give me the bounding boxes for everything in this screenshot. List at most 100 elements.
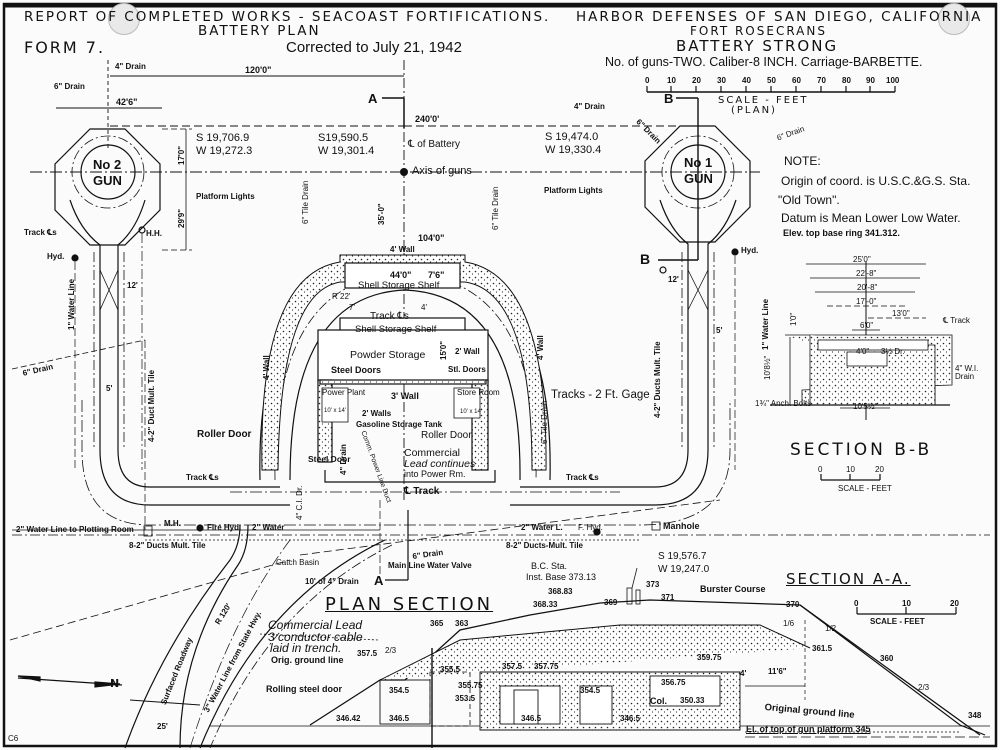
dim-29-9: 29'9" [177, 208, 186, 228]
section-a-marker-top: A [368, 91, 378, 106]
defenses-title: HARBOR DEFENSES OF SAN DIEGO, CALIFORNIA [576, 9, 983, 25]
rolling-steel-door: Rolling steel door [266, 684, 343, 694]
elev-360-slope: 360 [880, 654, 894, 663]
axis-coord-s: S19,590.5 [318, 132, 369, 144]
dim-17: 17'0" [177, 145, 186, 165]
aa-scale-20: 20 [950, 599, 959, 608]
elev-368-83: 368.83 [548, 587, 573, 596]
tile-drain-left: 6" Tile Drain [301, 180, 310, 224]
plan-scale-sublabel: (PLAN) [731, 105, 777, 116]
dim-12-left: 12' [127, 281, 138, 290]
roller-door-left: Roller Door [197, 429, 252, 440]
bb-track-label: ℄ Track [943, 316, 970, 325]
ci-drain-label: 4" C.I. Dr. [295, 485, 304, 520]
dim-5-right: 5' [716, 326, 723, 335]
gun-1-emplacement [644, 97, 751, 470]
hydrant-right: Hyd. [741, 246, 759, 255]
slope-2-3-right: 2/3 [918, 683, 930, 692]
aa-dim-4: 4' [740, 669, 747, 678]
burster-course: Burster Course [700, 584, 766, 594]
ducts-left: 4-2" Duct Mult. Tile [147, 369, 156, 442]
elev-357-75: 357.75 [534, 662, 559, 671]
gun-2-coord-s: S 19,706.9 [196, 132, 250, 144]
tick-label: 60 [792, 76, 801, 85]
tick-label: 90 [866, 76, 875, 85]
wall-2: 2' Wall [455, 347, 480, 356]
track-centerlines: Track ℄s [370, 311, 409, 322]
gun-1-label: No 1 [684, 155, 713, 170]
bb-dim-4: 4'0" [856, 347, 870, 356]
magazine-structure [261, 254, 547, 483]
dim-240: 240'0' [415, 114, 440, 124]
section-bb-title: SECTION B-B [790, 440, 933, 460]
guns-info: No. of guns-TWO. Caliber-8 INCH. Carriag… [605, 55, 923, 69]
bb-dim-22-8: 22'-8" [856, 269, 877, 278]
commercial-lead-3: into Power Rm. [404, 469, 466, 479]
bb-dim-10-5: 10'5½" [853, 402, 878, 411]
section-b-marker-bottom: B [640, 251, 651, 267]
comm-lead-3: laid in trench. [270, 641, 342, 655]
axis-of-guns-label: Axis of guns [412, 165, 472, 177]
elev-355-5: 355.5 [440, 665, 461, 674]
elev-373: 373 [646, 580, 660, 589]
f-hydrant-label: F. Hyd. [578, 523, 603, 532]
elev-365: 365 [430, 619, 444, 628]
water-line-right: 1" Water Line [761, 298, 770, 350]
gun-2-sublabel: GUN [93, 173, 122, 188]
fort-name: FORT ROSECRANS [690, 24, 827, 38]
form-number: FORM 7. [24, 38, 106, 57]
steel-door: Steel Door [308, 454, 351, 464]
section-aa-scale [856, 607, 957, 615]
bb-scale-20: 20 [875, 465, 884, 474]
bb-dim-6: 6'0" [860, 321, 874, 330]
elev-357-5-left: 357.5 [357, 649, 378, 658]
drain-4-top: 4" Drain [115, 62, 146, 71]
main-line-water-valve: Main Line Water Valve [388, 561, 472, 570]
plan-scale-label: SCALE - FEET [718, 95, 809, 106]
orig-ground-line: Orig. ground line [271, 655, 344, 665]
drain-4-10ft: 10' of 4" Drain [305, 577, 359, 586]
battery-centerline-label: ℄ of Battery [408, 139, 460, 150]
tick-label: 40 [742, 76, 751, 85]
gun-2-emplacement [54, 128, 192, 470]
corner-mark: C6 [8, 734, 19, 743]
track-cl-bottom-right: Track ℄s [566, 473, 599, 482]
bb-dim-25: 25'0" [853, 255, 871, 264]
stl-doors: Stl. Doors [448, 365, 486, 374]
catch-basin-label: Catch Basin [276, 558, 320, 567]
commercial-lead-2: Lead continues [404, 458, 476, 470]
report-title: REPORT OF COMPLETED WORKS - SEACOAST FOR… [24, 9, 551, 25]
ducts-8-left: 8-2" Ducts Mult. Tile [129, 541, 206, 550]
elev-346-42: 346.42 [336, 714, 361, 723]
punch-hole-right [938, 3, 970, 35]
roller-door-inner: Roller Door [421, 430, 472, 441]
tick-label: 50 [767, 76, 776, 85]
bb-dim-20-8: 20'-8" [857, 283, 878, 292]
tracks-gage: Tracks - 2 Ft. Gage [551, 389, 650, 401]
bb-dim-13: 13'0" [892, 309, 910, 318]
axis-coord-w: W 19,301.4 [318, 145, 375, 157]
water-2-right: 2" Water L. [521, 523, 563, 532]
tick-label: 70 [817, 76, 826, 85]
elev-350-33: 350.33 [680, 696, 705, 705]
section-aa-drawing [210, 567, 990, 748]
drain-6-top: 6" Drain [54, 82, 85, 91]
platform-lights-right: Platform Lights [544, 186, 603, 195]
dim-7: 7' [349, 303, 355, 312]
dim-104: 104'0" [418, 233, 445, 243]
manhole-label: Manhole [663, 521, 700, 531]
water-line-left: 1" Water Line [67, 278, 76, 330]
bb-dim-10-8: 10'8½" [763, 355, 772, 380]
store-room-dim: 10' x 14' [460, 409, 482, 415]
walls-2: 2' Walls [362, 409, 392, 418]
hh-label: H.H. [146, 229, 162, 238]
note-line-2: "Old Town". [778, 193, 840, 207]
mh-label: M.H. [164, 519, 181, 528]
bc-station: B.C. Sta. [531, 561, 568, 571]
note-line-3: Datum is Mean Lower Low Water. [781, 211, 961, 225]
steel-doors: Steel Doors [331, 365, 382, 375]
elev-354-5-left: 354.5 [389, 686, 410, 695]
drain-4-right: 4" Drain [574, 102, 605, 111]
